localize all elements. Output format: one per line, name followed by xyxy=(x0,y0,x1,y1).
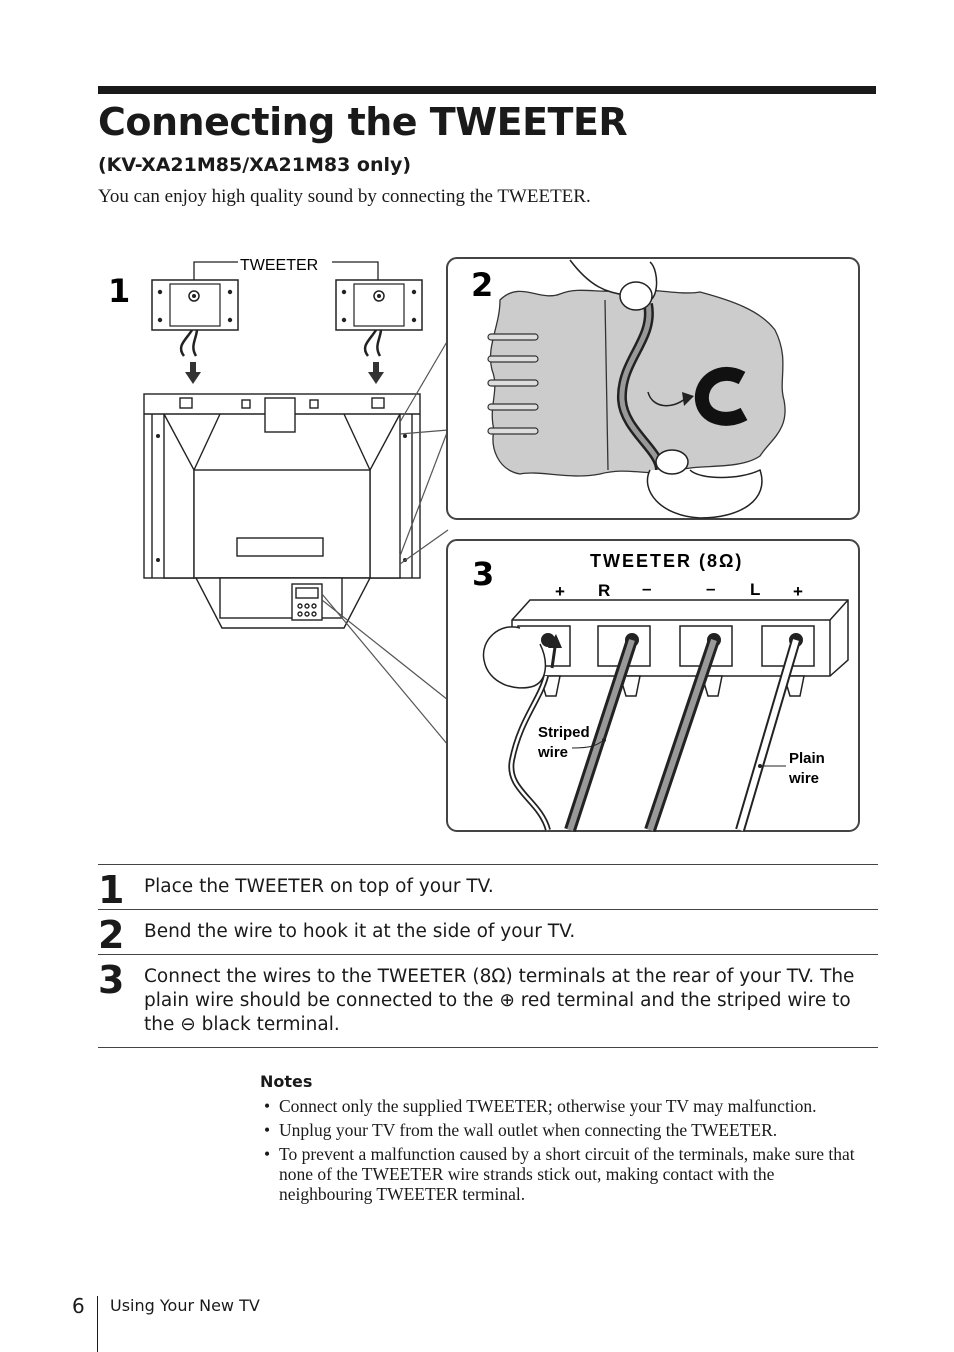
striped-wire-label-line2: wire xyxy=(537,744,568,761)
panel1-number: 1 xyxy=(108,272,130,310)
plain-wire-label-line1: Plain xyxy=(789,750,825,767)
terminal-minus-right: – xyxy=(706,579,715,598)
steps-divider xyxy=(98,1047,878,1048)
step-number: 1 xyxy=(98,868,125,912)
note-item: Unplug your TV from the wall outlet when… xyxy=(260,1120,872,1140)
step-text: Connect the wires to the TWEETER (8Ω) te… xyxy=(144,966,855,1035)
note-item: Connect only the supplied TWEETER; other… xyxy=(260,1096,872,1116)
tweeter-illustration: 1 TWEETER xyxy=(108,257,860,832)
placement-arrows xyxy=(185,362,384,384)
page-number: 6 xyxy=(72,1294,85,1318)
terminal-minus-left: – xyxy=(642,579,651,598)
step-number: 3 xyxy=(98,958,125,1002)
section-name: Using Your New TV xyxy=(110,1296,260,1315)
notes-list: Connect only the supplied TWEETER; other… xyxy=(260,1096,872,1204)
page-title: Connecting the TWEETER xyxy=(98,100,628,144)
steps-list: 1 Place the TWEETER on top of your TV. 2… xyxy=(98,864,878,1048)
terminal-title: TWEETER (8Ω) xyxy=(590,551,743,571)
intro-text: You can enjoy high quality sound by conn… xyxy=(98,186,591,207)
right-tweeter-unit xyxy=(335,279,423,357)
panel-2-bend-wire: 2 xyxy=(446,257,860,520)
terminal-plus-right: + xyxy=(793,582,803,601)
tv-rear-view xyxy=(143,393,421,629)
step-number: 2 xyxy=(98,913,125,957)
notes-heading: Notes xyxy=(260,1072,313,1091)
panel2-number: 2 xyxy=(471,266,493,304)
terminal-r-label: R xyxy=(598,581,610,600)
tweeter-label: TWEETER xyxy=(240,257,318,274)
step-text: Place the TWEETER on top of your TV. xyxy=(144,876,494,897)
panel-3-terminals: 3 TWEETER (8Ω) + R – – L + xyxy=(446,539,860,832)
striped-wire-label-line1: Striped xyxy=(538,724,590,741)
title-rule xyxy=(98,86,876,94)
model-subtitle: (KV-XA21M85/XA21M83 only) xyxy=(98,154,412,176)
step-1: 1 Place the TWEETER on top of your TV. xyxy=(98,864,878,912)
terminal-l-label: L xyxy=(750,580,760,599)
notes-section: Notes Connect only the supplied TWEETER;… xyxy=(260,1072,872,1208)
plain-wire-label-line2: wire xyxy=(788,770,819,787)
step-2: 2 Bend the wire to hook it at the side o… xyxy=(98,909,878,957)
panel3-number: 3 xyxy=(472,555,494,593)
step-text: Bend the wire to hook it at the side of … xyxy=(144,921,576,942)
note-item: To prevent a malfunction caused by a sho… xyxy=(260,1144,872,1204)
left-tweeter-unit xyxy=(151,279,239,357)
footer-divider xyxy=(97,1296,98,1352)
step-3: 3 Connect the wires to the TWEETER (8Ω) … xyxy=(98,954,878,1047)
terminal-plus-left: + xyxy=(555,582,565,601)
